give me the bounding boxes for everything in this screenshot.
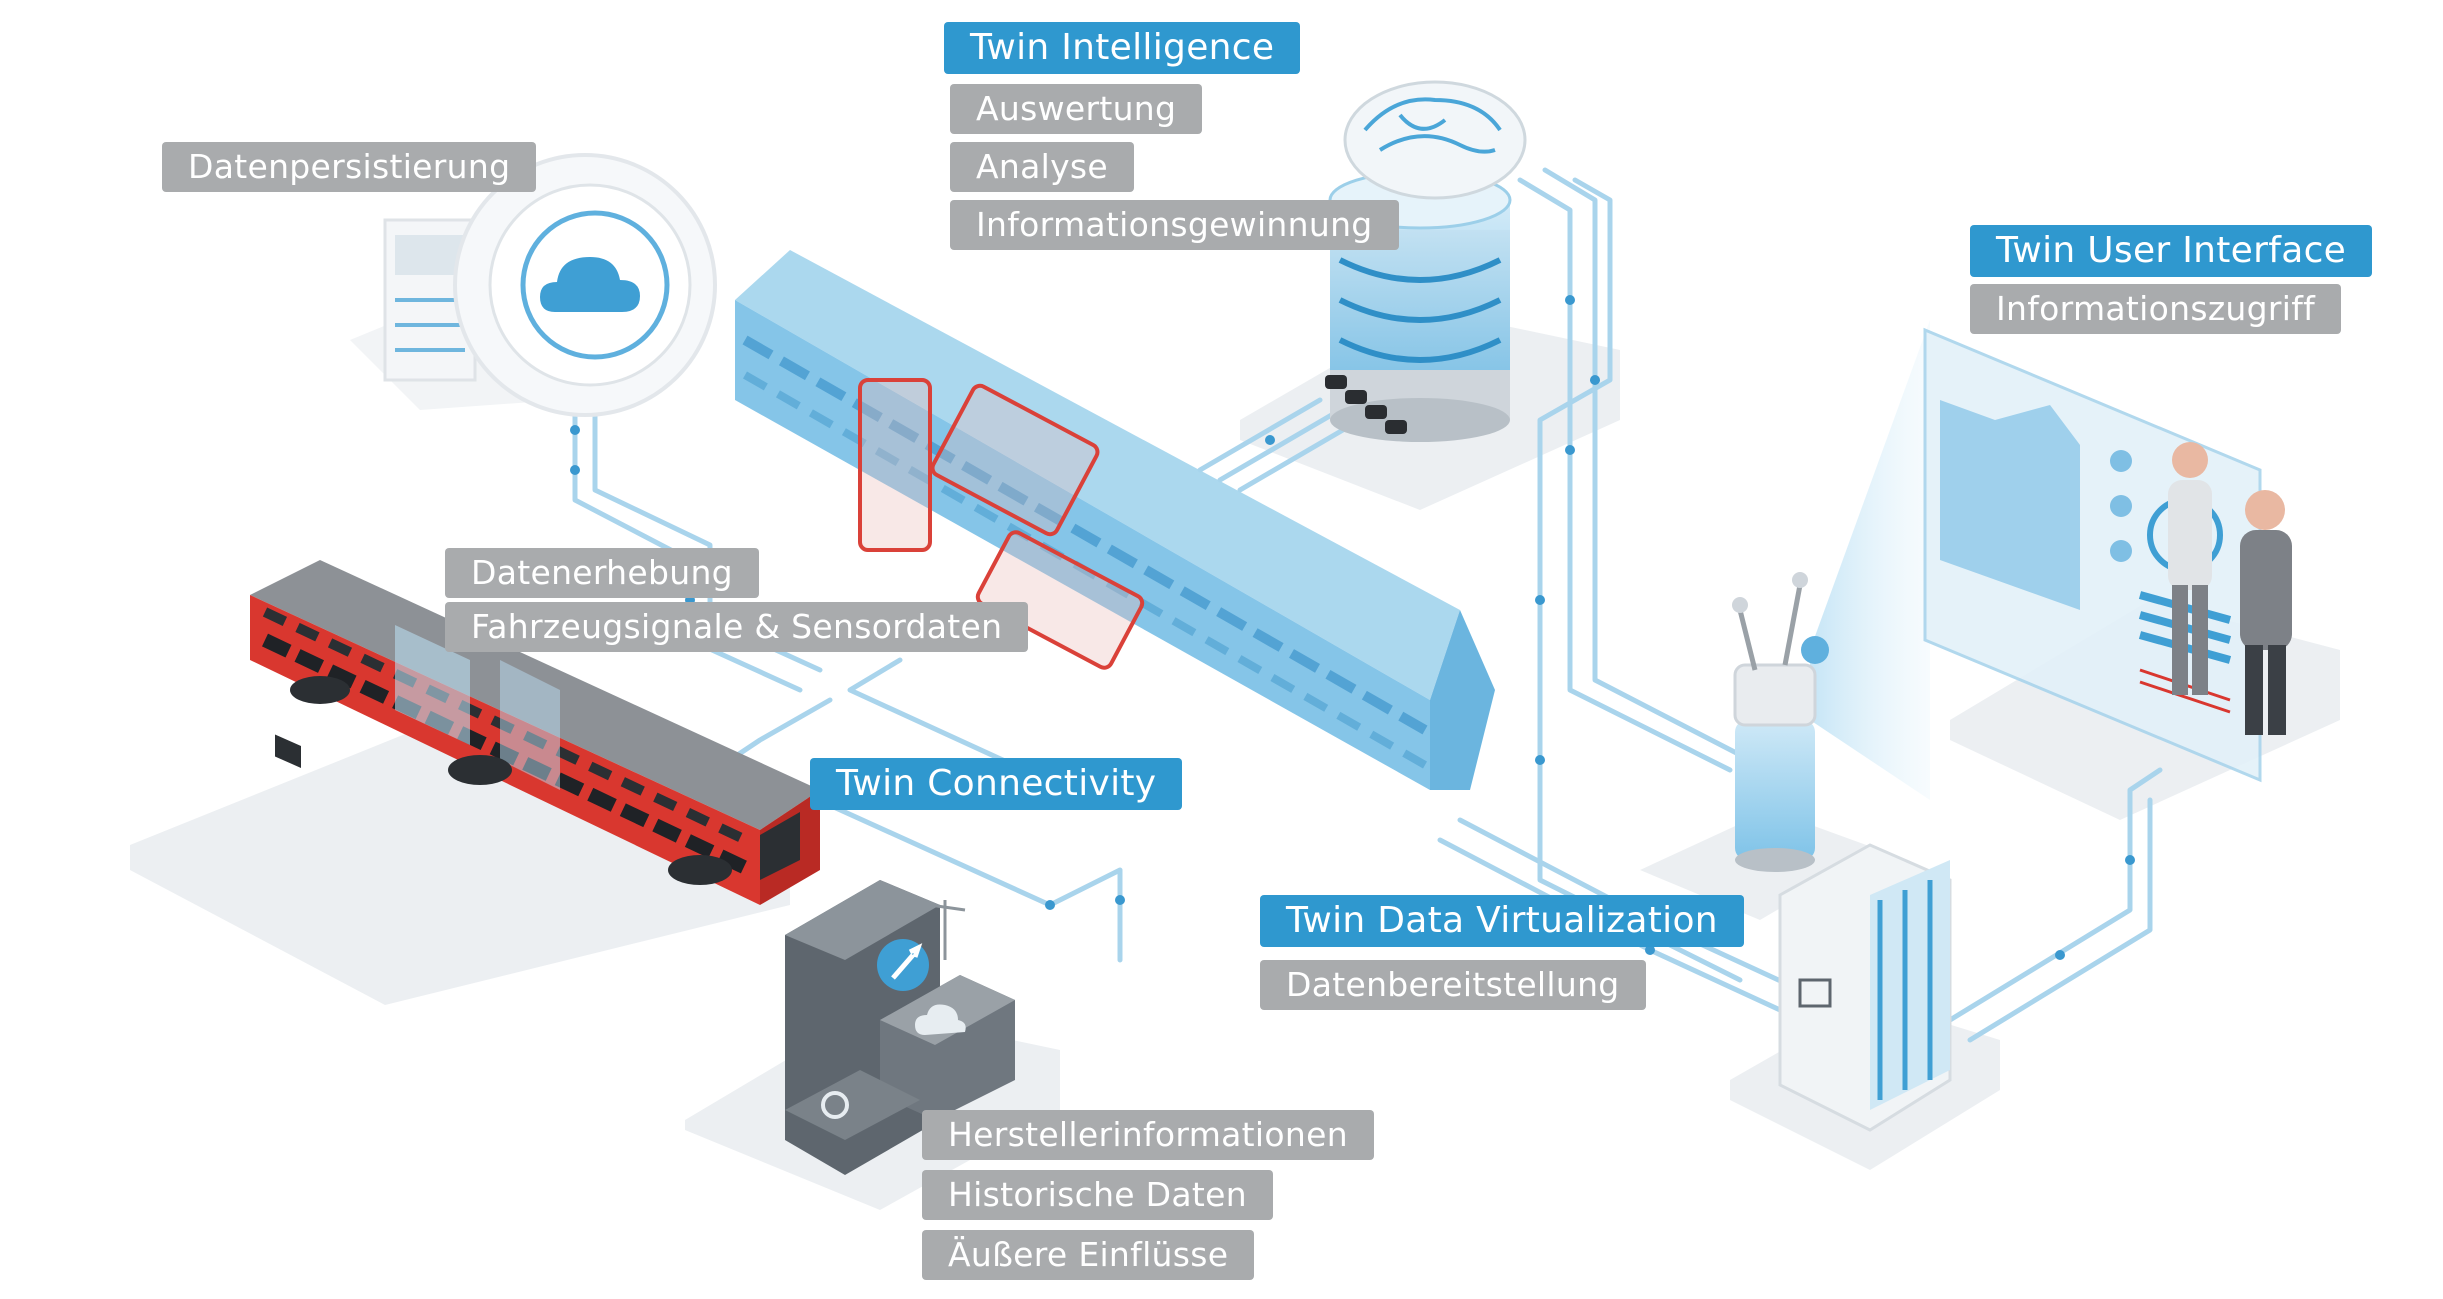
digital-train <box>735 250 1495 790</box>
datenerhebung-label: Datenerhebung <box>445 548 759 598</box>
cable-server-to-ui-2 <box>1967 797 2153 1043</box>
highlight-door <box>858 378 932 552</box>
twin-data-virtualization-label: Twin Data Virtualization <box>1260 895 1744 947</box>
cable-intelligence-2 <box>1542 167 1753 763</box>
ui-screen <box>1923 327 2292 783</box>
twin-user-interface-label: Twin User Interface <box>1970 225 2373 277</box>
brain-icon <box>1363 97 1502 154</box>
storage-server <box>383 153 717 417</box>
datenpersistierung-label: Datenpersistierung <box>162 142 537 192</box>
projector-tower <box>1732 320 1930 872</box>
analyse-label: Analyse <box>950 142 1135 192</box>
cable-intelligence-1 <box>1517 177 1733 773</box>
highlight-windows <box>930 383 1100 537</box>
datenbereitstellung-label: Datenbereitstellung <box>1260 960 1646 1010</box>
refresh-icon <box>821 1091 849 1119</box>
aeussere-einfluesse-label: Äußere Einflüsse <box>922 1230 1255 1280</box>
folder-icon <box>1798 978 1832 1008</box>
person-woman <box>2168 442 2212 695</box>
cable-train-to-connectivity <box>727 697 1123 963</box>
highlight-bogie <box>975 530 1145 670</box>
platform-train <box>130 720 790 1005</box>
twin-intelligence-label: Twin Intelligence <box>944 22 1301 74</box>
twin-connectivity-label: Twin Connectivity <box>810 758 1183 810</box>
informationsgewinnung-label: Informationsgewinnung <box>950 200 1399 250</box>
cable-intelligence-to-digital-2 <box>1217 407 1343 483</box>
cable-intelligence-to-digital <box>1197 397 1323 473</box>
auswertung-label: Auswertung <box>950 84 1203 134</box>
cloud-sun-icon <box>915 1004 966 1035</box>
cable-dots <box>570 295 2135 960</box>
fahrzeugsignale-label: Fahrzeugsignale & Sensordaten <box>445 602 1029 652</box>
cable-server-to-ui <box>1947 767 2163 1023</box>
connectivity-server <box>785 880 1015 1175</box>
herstellerinformationen-label: Herstellerinformationen <box>922 1110 1374 1160</box>
historische-daten-label: Historische Daten <box>922 1170 1273 1220</box>
informationszugriff-label: Informationszugriff <box>1970 284 2342 334</box>
intelligence-unit <box>1325 80 1527 442</box>
virtualization-server <box>1778 843 1952 1132</box>
cloud-icon <box>540 257 640 312</box>
wrench-icon <box>891 943 923 980</box>
person-man <box>2240 490 2292 735</box>
cable-intelligence-to-digital-3 <box>1237 417 1363 493</box>
real-train <box>250 560 820 905</box>
